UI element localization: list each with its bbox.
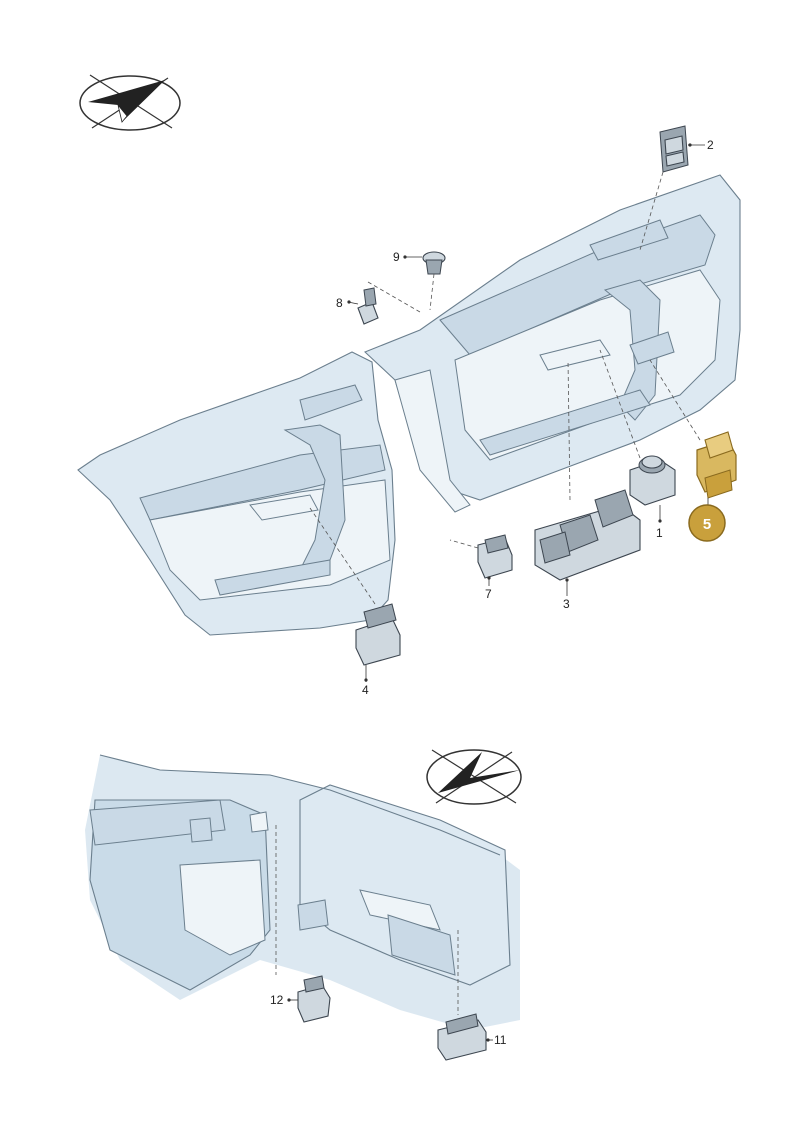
callout-label-8: 8 [336,296,343,310]
trunk-interior [85,754,520,1030]
part-4 [309,507,401,666]
callout-label-7: 7 [485,587,492,601]
part-5 [649,359,737,499]
part-2 [639,125,689,251]
front-door-panel [77,351,396,636]
callout-label-11: 11 [494,1033,507,1047]
part-8 [357,281,421,325]
view-direction-rear-icon [426,749,522,805]
view-direction-front-icon [79,74,181,131]
callout-label-1: 1 [656,526,663,540]
callout-label-4: 4 [362,683,369,697]
callout-5-highlight[interactable]: 5 [688,504,726,542]
callout-label-9: 9 [393,250,400,264]
callout-label-2: 2 [707,138,714,152]
part-11 [437,930,493,1061]
callout-label-12: 12 [270,993,284,1007]
callout-label-3: 3 [563,597,570,611]
part-3 [534,359,641,581]
part-12 [275,825,331,1023]
rear-door-panel [363,174,741,513]
part-7 [449,534,513,579]
part-9 [422,251,446,311]
part-1 [599,349,676,506]
callout-label-5: 5 [703,516,711,533]
